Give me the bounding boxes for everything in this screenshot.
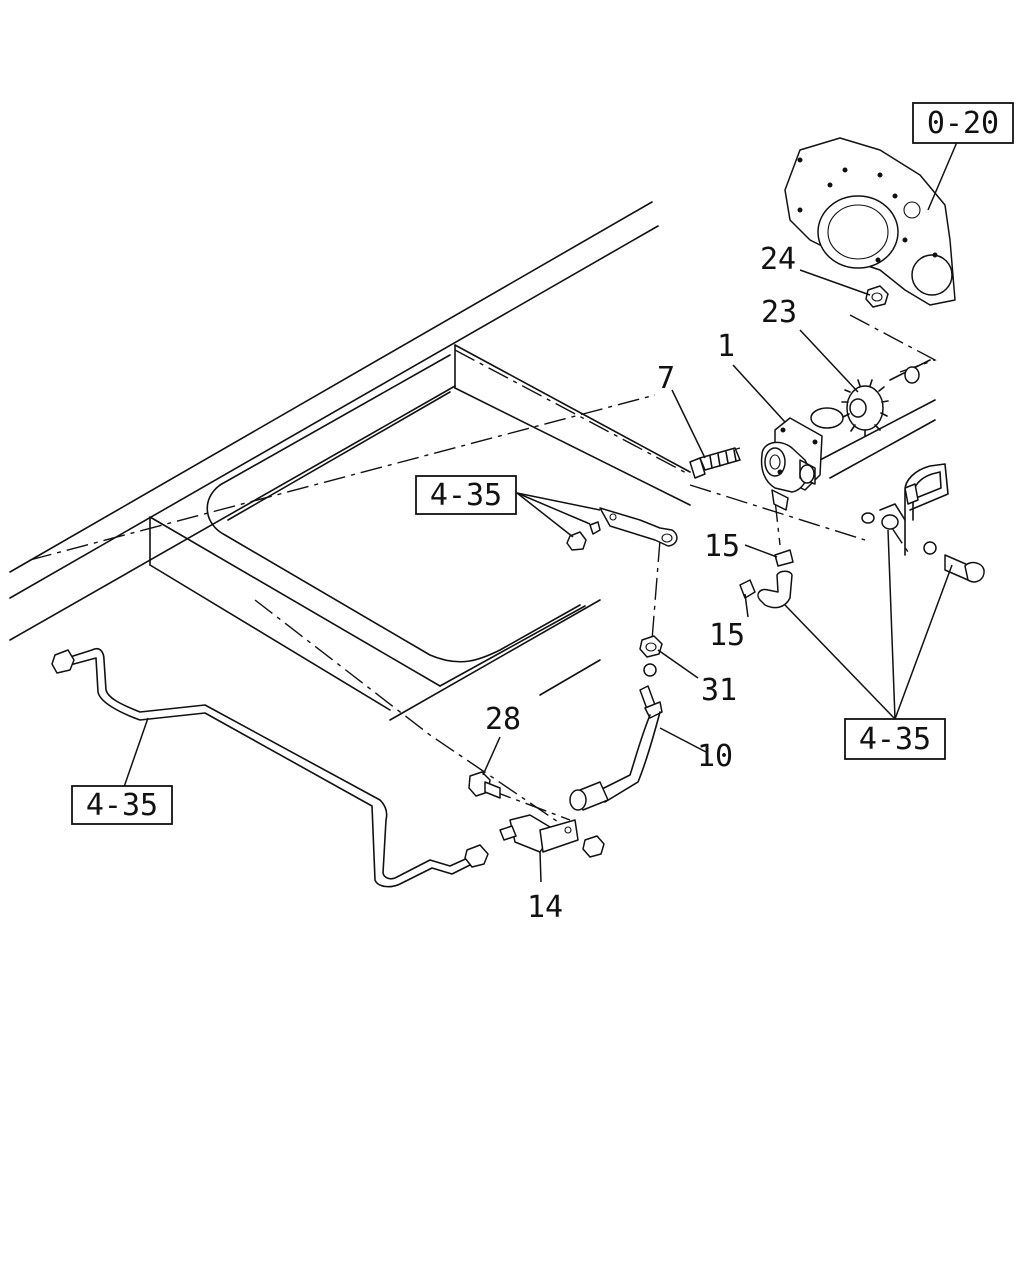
- fitting-7: [689, 447, 741, 479]
- ref-box-top-label: 0-20: [927, 106, 999, 141]
- nut-24: [865, 285, 889, 308]
- callout-23: 23: [761, 295, 797, 330]
- ref-box-left-lower-label: 4-35: [86, 788, 158, 823]
- ref-box-right-label: 4-35: [859, 722, 931, 757]
- hose-and-clamps-15: [739, 549, 794, 609]
- leader-lines: [123, 141, 958, 883]
- gear-23: [810, 366, 920, 437]
- right-pipe-assembly: [861, 463, 985, 583]
- callout-24: 24: [760, 242, 796, 277]
- bracket-left: [566, 507, 678, 551]
- long-pipe: [51, 647, 489, 888]
- callout-28: 28: [485, 702, 521, 737]
- callout-7: 7: [657, 361, 675, 396]
- ref-box-left-upper-label: 4-35: [430, 478, 502, 513]
- bracket-14: [499, 814, 605, 858]
- callout-labels: 24 23 1 7 15 15 31 28 10 14: [485, 242, 797, 925]
- ref-box-left-upper: 4-35: [415, 475, 517, 515]
- callout-15-lower: 15: [709, 618, 745, 653]
- ref-box-right: 4-35: [844, 718, 946, 760]
- nut-31: [639, 635, 663, 677]
- callout-31: 31: [701, 673, 737, 708]
- callout-1: 1: [717, 329, 735, 364]
- pump-1: [760, 417, 823, 511]
- assembly-centerlines: [29, 314, 937, 831]
- callout-10: 10: [697, 739, 733, 774]
- bolt-28: [468, 771, 501, 799]
- chassis-frame: [9, 201, 936, 721]
- gear-case-plate: [784, 137, 956, 306]
- ref-box-top: 0-20: [912, 102, 1014, 144]
- callout-14: 14: [527, 890, 563, 925]
- ref-box-left-lower: 4-35: [71, 785, 173, 825]
- hose-10: [569, 685, 663, 811]
- callout-15-upper: 15: [704, 529, 740, 564]
